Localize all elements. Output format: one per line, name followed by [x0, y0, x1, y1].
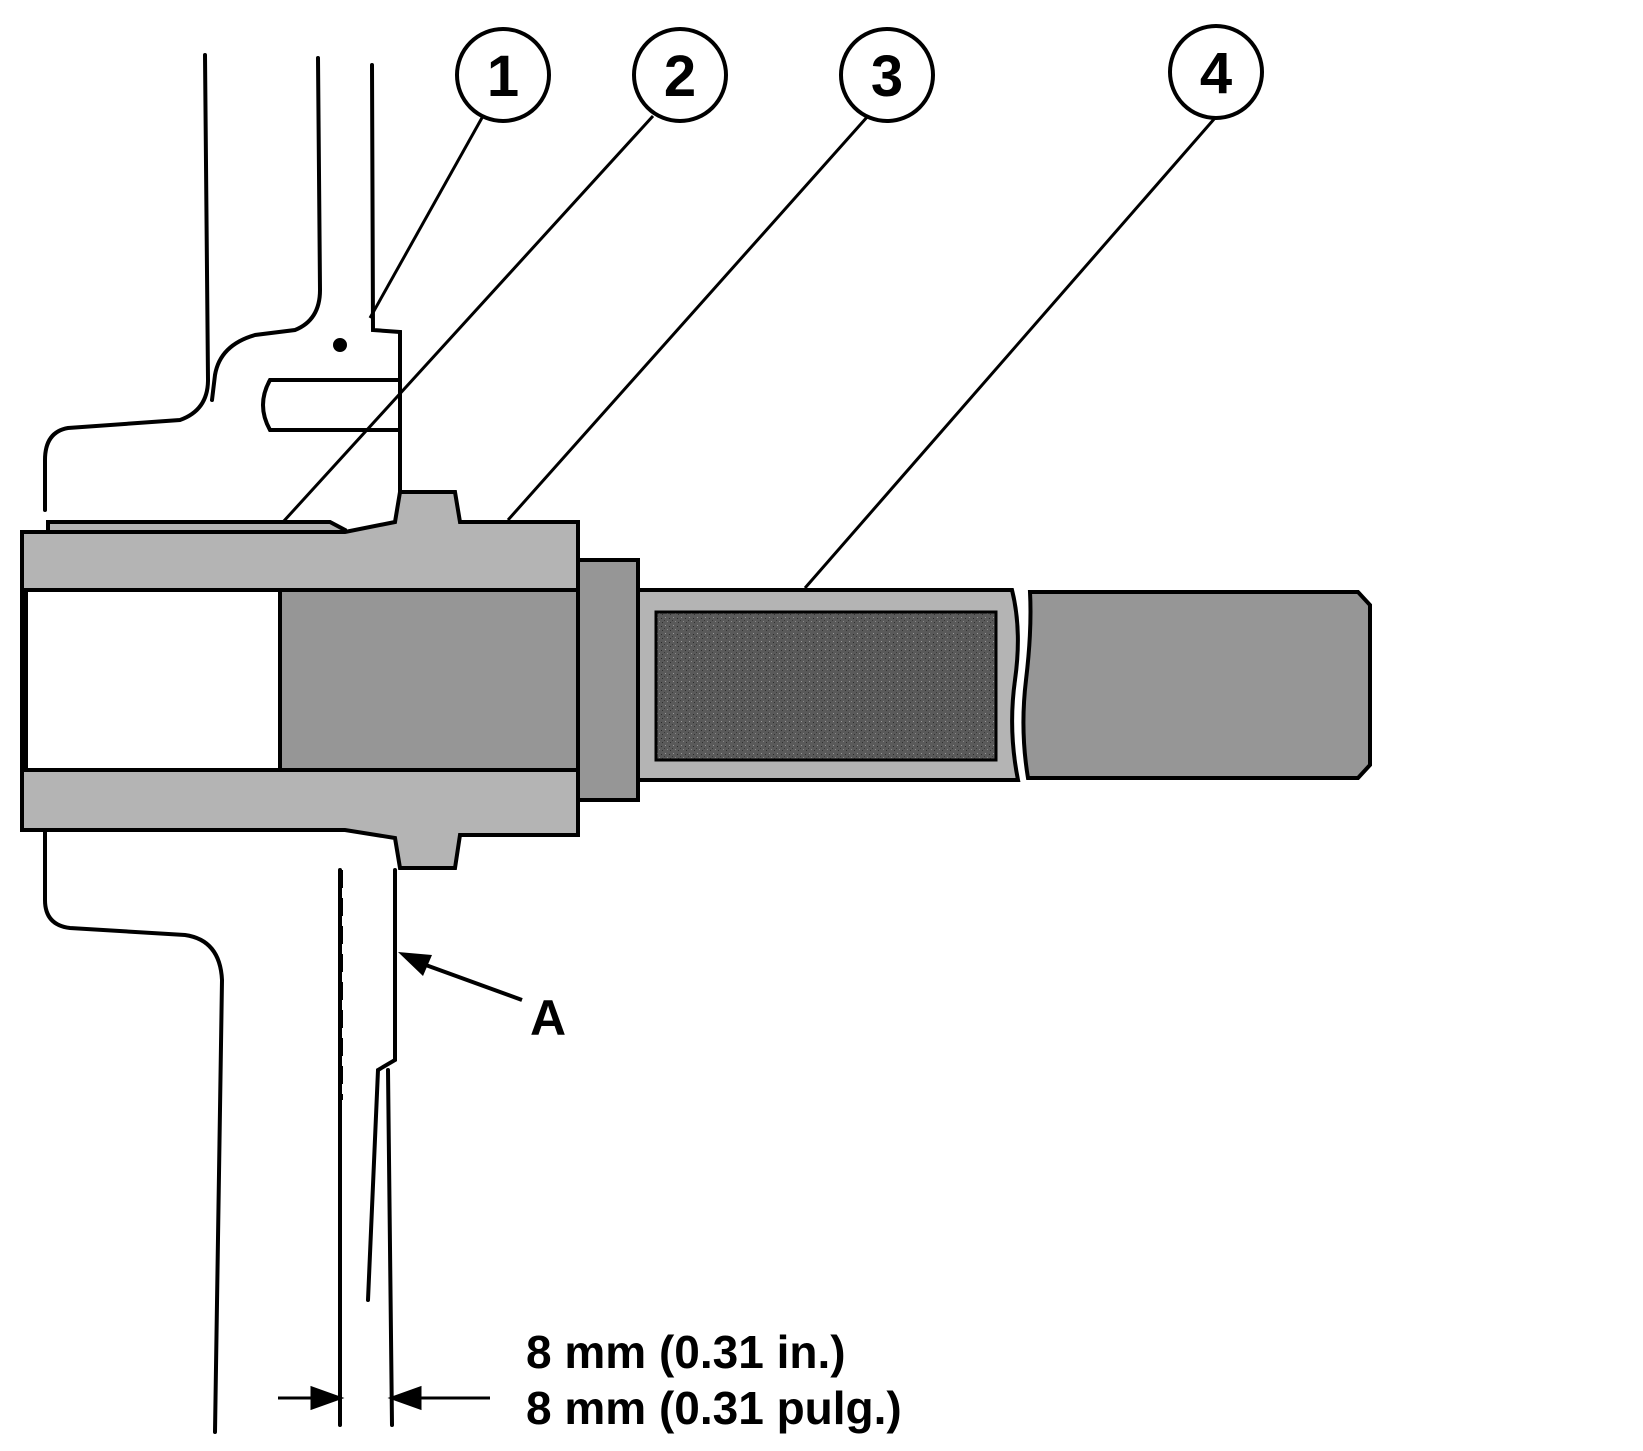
dimension-text-in: 8 mm (0.31 in.) — [526, 1326, 846, 1378]
collar — [576, 558, 640, 802]
callout-1: 1 — [455, 27, 551, 123]
housing-lower — [43, 828, 397, 1434]
callout-1-text: 1 — [487, 44, 519, 109]
callout-4-text: 4 — [1200, 41, 1232, 106]
dimension-text-pulg: 8 mm (0.31 pulg.) — [526, 1382, 902, 1434]
point-a-arrow — [398, 952, 523, 1002]
leader-lines — [281, 114, 1217, 589]
callout-2-text: 2 — [664, 44, 696, 109]
callout-3-text: 3 — [871, 44, 903, 109]
callout-3: 3 — [839, 27, 935, 123]
point-a-label: A — [530, 990, 566, 1046]
dimension-arrows — [278, 1385, 490, 1411]
bearing-part-3 — [20, 490, 580, 870]
callout-2: 2 — [632, 27, 728, 123]
housing-upper — [43, 53, 402, 512]
pin-part-1 — [261, 338, 402, 432]
callout-4: 4 — [1168, 24, 1264, 120]
driver-tool-part-4 — [636, 588, 1372, 782]
